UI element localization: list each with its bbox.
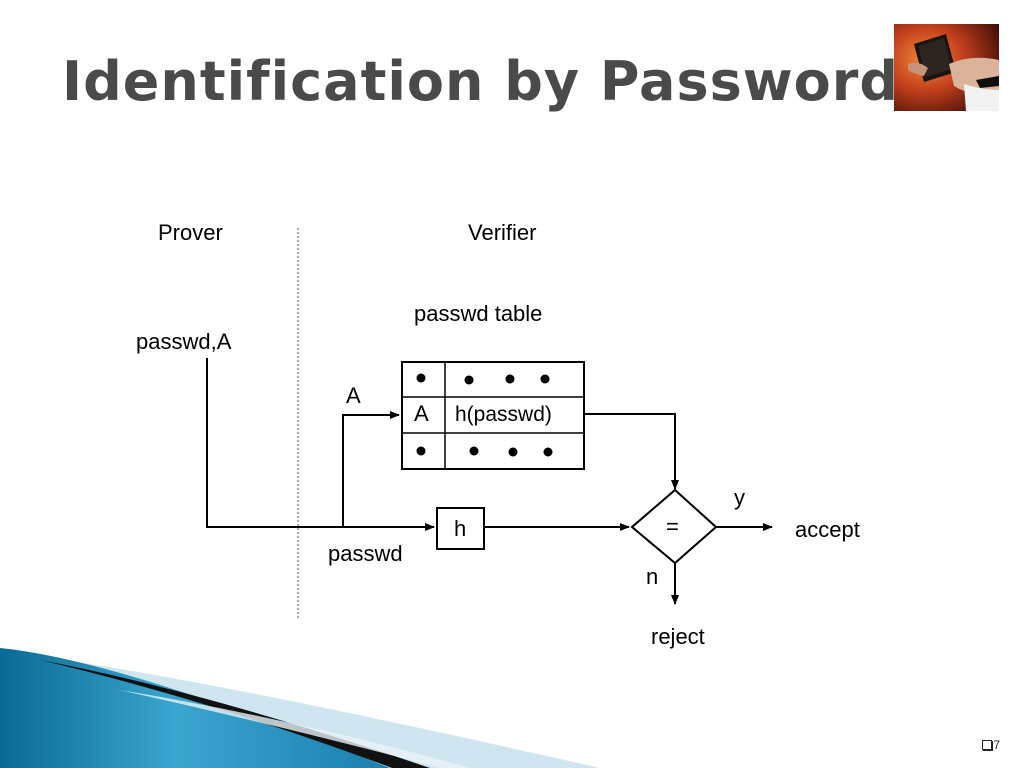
accept-label: accept [795, 517, 860, 542]
table-ellipsis-dot [417, 374, 426, 383]
no-label: n [646, 564, 658, 589]
table-to-compare-arrow [584, 414, 675, 489]
edge-a-label: A [346, 383, 361, 408]
edge-passwd-label: passwd [328, 541, 403, 566]
table-ellipsis-dot [544, 448, 553, 457]
page-number: 7 [993, 738, 1000, 752]
table-row-value: h(passwd) [455, 403, 552, 426]
table-ellipsis-dot [470, 447, 479, 456]
a-to-table-arrow [343, 415, 399, 527]
square-bullet-icon [982, 740, 992, 750]
passwd-table-title: passwd table [414, 301, 542, 326]
table-row-key: A [414, 401, 429, 426]
passwd-table: A h(passwd) [402, 362, 584, 469]
table-ellipsis-dot [506, 375, 515, 384]
verifier-label: Verifier [468, 220, 536, 245]
prover-to-hash-arrow [207, 358, 434, 527]
table-ellipsis-dot [417, 447, 426, 456]
prover-input-label: passwd,A [136, 329, 232, 354]
table-ellipsis-dot [541, 375, 550, 384]
slide-footer: 7 [982, 738, 1000, 752]
table-ellipsis-dot [509, 448, 518, 457]
compare-label: = [666, 514, 679, 539]
yes-label: y [734, 485, 745, 510]
table-ellipsis-dot [465, 376, 474, 385]
reject-label: reject [651, 624, 705, 649]
prover-label: Prover [158, 220, 223, 245]
hash-box-label: h [454, 516, 466, 541]
